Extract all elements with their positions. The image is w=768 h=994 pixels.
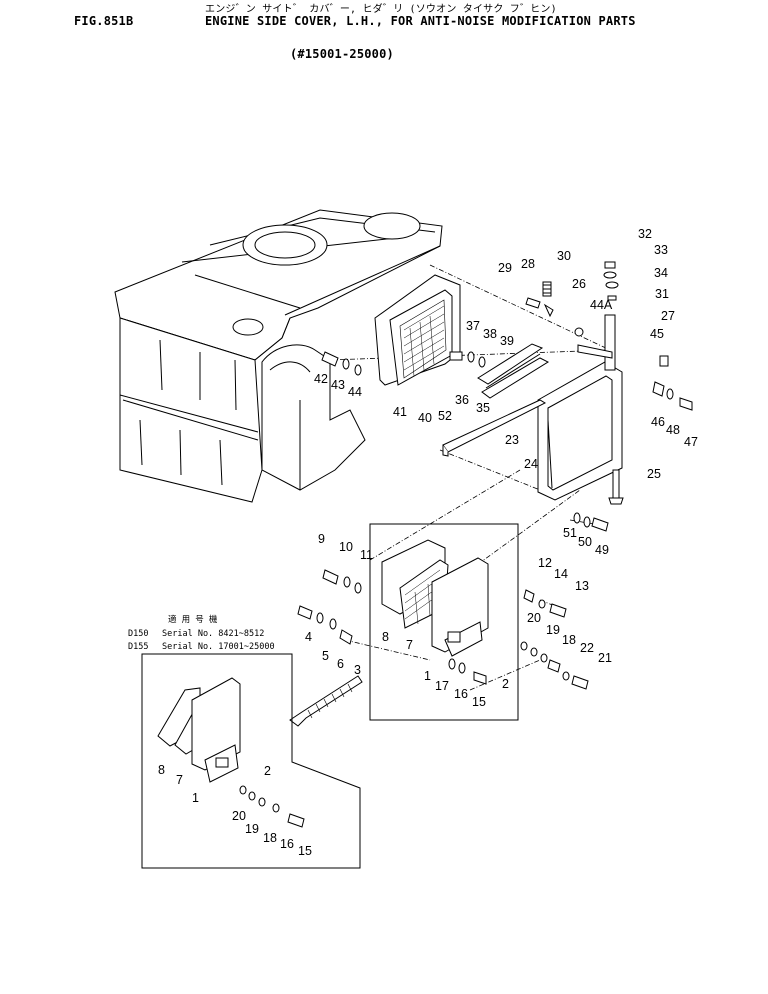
callout-c8a: 8	[382, 630, 389, 644]
callout-c8b: 8	[158, 763, 165, 777]
callout-c15a: 15	[472, 695, 486, 709]
callout-c7a: 7	[406, 638, 413, 652]
callout-c3: 3	[354, 663, 361, 677]
callout-c39: 39	[500, 334, 514, 348]
callout-c11: 11	[360, 548, 373, 562]
callout-c19b: 19	[245, 822, 259, 836]
callout-c47: 47	[684, 435, 698, 449]
callout-c27: 27	[661, 309, 675, 323]
callout-c48: 48	[666, 423, 680, 437]
reference-arrow	[289, 675, 363, 727]
callout-c34: 34	[654, 266, 668, 280]
callout-c9: 9	[318, 532, 325, 546]
callout-c1b: 1	[192, 791, 199, 805]
callout-c46: 46	[651, 415, 665, 429]
strip-parts-35-36	[477, 343, 550, 399]
inset-jp-label: 適 用 号 機	[168, 614, 218, 625]
fasteners-upper	[321, 261, 693, 532]
callout-c23: 23	[505, 433, 519, 447]
callout-c24: 24	[524, 457, 538, 471]
inset-serial-notes: 適 用 号 機 D150 Serial No. 8421~8512 D155 S…	[128, 614, 275, 652]
callout-c35: 35	[476, 401, 490, 415]
callout-c25: 25	[647, 467, 661, 481]
callout-c44A: 44A	[590, 298, 613, 312]
filter-panel-40-41	[374, 274, 461, 386]
callout-c16b: 16	[280, 837, 294, 851]
page-title: ENGINE SIDE COVER, L.H., FOR ANTI-NOISE …	[205, 14, 636, 28]
callout-c13: 13	[575, 579, 589, 593]
callout-c43: 43	[331, 378, 345, 392]
serial-range: (#15001-25000)	[290, 47, 394, 61]
callout-c20b: 20	[232, 809, 246, 823]
callout-c51: 51	[563, 526, 577, 540]
callout-c30: 30	[557, 249, 571, 263]
callout-c52: 52	[438, 409, 452, 423]
callout-c7b: 7	[176, 773, 183, 787]
callout-c21: 21	[598, 651, 612, 665]
callout-c14: 14	[554, 567, 568, 581]
callout-c1a: 1	[424, 669, 431, 683]
callout-c22: 22	[580, 641, 594, 655]
callout-c37: 37	[466, 319, 480, 333]
serial-inset-box	[141, 653, 361, 869]
callout-c28: 28	[521, 257, 535, 271]
callout-c15b: 15	[298, 844, 312, 858]
inset-serial-d150: Serial No. 8421~8512	[162, 629, 264, 639]
callout-c41: 41	[393, 405, 407, 419]
callout-c38: 38	[483, 327, 497, 341]
callout-c2a: 2	[502, 677, 509, 691]
callout-c45: 45	[650, 327, 664, 341]
callout-c31: 31	[655, 287, 669, 301]
callout-c26: 26	[572, 277, 586, 291]
inset-serial-d155: Serial No. 17001~25000	[162, 642, 275, 652]
callout-c44: 44	[348, 385, 362, 399]
callout-c20a: 20	[527, 611, 541, 625]
callout-c16a: 16	[454, 687, 468, 701]
callout-c12: 12	[538, 556, 552, 570]
callout-c49: 49	[595, 543, 609, 557]
callout-c29: 29	[498, 261, 512, 275]
callout-c40: 40	[418, 411, 432, 425]
cover-frame-23-24	[442, 361, 623, 501]
figure-number: FIG.851B	[74, 14, 134, 28]
callout-c4: 4	[305, 630, 312, 644]
callout-c36: 36	[455, 393, 469, 407]
callout-c18a: 18	[562, 633, 576, 647]
japanese-title: エンジ゛ン サイト゛ カバ゛ー, ヒダ゛リ (ソウオン タイサク フ゛ヒン)	[205, 4, 557, 15]
callout-c10: 10	[339, 540, 353, 554]
callout-c50: 50	[578, 535, 592, 549]
callout-c18b: 18	[263, 831, 277, 845]
callout-c32: 32	[638, 227, 652, 241]
inset-model-d155: D155	[128, 642, 148, 652]
lower-detail-box	[297, 523, 589, 721]
callout-c2b: 2	[264, 764, 271, 778]
callout-c17: 17	[435, 679, 449, 693]
callout-c42: 42	[314, 372, 328, 386]
callout-c19a: 19	[546, 623, 560, 637]
engine-hood-assembly	[114, 209, 443, 503]
callout-c5: 5	[322, 649, 329, 663]
callout-c6: 6	[337, 657, 344, 671]
callout-c33: 33	[654, 243, 668, 257]
inset-model-d150: D150	[128, 629, 148, 639]
